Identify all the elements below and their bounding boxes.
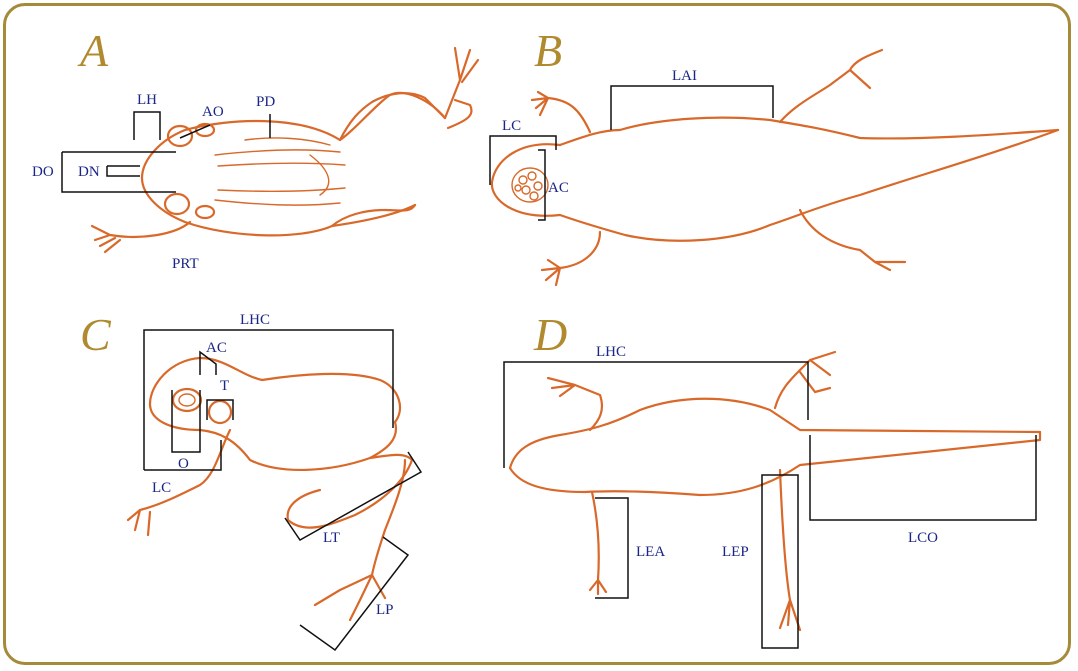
panel-c-letter: C [80, 309, 112, 360]
label-ac-c: AC [206, 340, 227, 356]
label-lai: LAI [672, 68, 697, 84]
panel-d: D LHC LEA LEP LCO [504, 309, 1040, 648]
label-lep: LEP [722, 544, 749, 560]
bracket-lp [300, 537, 408, 650]
panel-a: A [32, 25, 478, 272]
bracket-lco [810, 435, 1036, 520]
bracket-lh [134, 112, 160, 140]
bracket-o [172, 390, 200, 452]
label-lea: LEA [636, 544, 665, 560]
bracket-lai [611, 86, 773, 130]
salamander-drawing [510, 352, 1040, 630]
label-lp: LP [376, 602, 394, 618]
label-do: DO [32, 164, 54, 180]
label-pd: PD [256, 94, 275, 110]
label-t: T [220, 378, 229, 394]
label-lhc-c: LHC [240, 312, 270, 328]
label-dn: DN [78, 164, 100, 180]
panel-a-letter: A [77, 25, 109, 76]
label-ao: AO [202, 104, 224, 120]
label-lhc-d: LHC [596, 344, 626, 360]
label-lh: LH [137, 92, 157, 108]
label-lt: LT [323, 530, 340, 546]
panel-d-letter: D [533, 309, 567, 360]
bracket-lep [762, 475, 798, 648]
bracket-dn [107, 166, 140, 176]
panel-b-letter: B [534, 25, 562, 76]
label-o: O [178, 456, 189, 472]
panel-b: B LAI LC AC [490, 25, 1058, 285]
label-prt: PRT [172, 256, 199, 272]
label-lc-b: LC [502, 118, 521, 134]
frog-dorsal-drawing [92, 48, 478, 252]
label-ac-b: AC [548, 180, 569, 196]
lizard-ventral-drawing [492, 50, 1058, 285]
panel-c: C LHC AC T O LC LT LP [80, 309, 421, 650]
label-lc-c: LC [152, 480, 171, 496]
label-lco: LCO [908, 530, 938, 546]
bracket-lhc-c [144, 330, 393, 470]
